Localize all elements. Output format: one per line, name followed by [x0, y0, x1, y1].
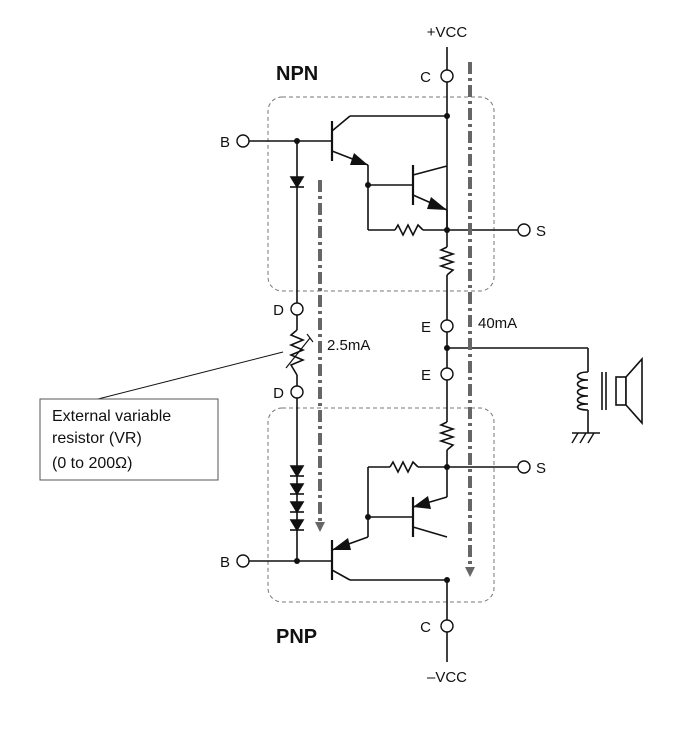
resistors — [285, 223, 456, 474]
transistor-arrows — [332, 153, 447, 550]
npn-label: NPN — [276, 63, 318, 85]
speaker — [576, 356, 643, 426]
diodes — [289, 176, 305, 532]
terminals — [236, 69, 531, 633]
c-top-label: C — [420, 69, 431, 86]
vr-callout-box — [39, 398, 219, 481]
e-bottom-label: E — [421, 367, 431, 384]
d-top-label: D — [273, 302, 284, 319]
junction-dots — [294, 113, 450, 583]
d-bottom-label: D — [273, 385, 284, 402]
vr-note-line2: resistor (VR) — [52, 430, 142, 447]
vcc-bottom-terminal — [440, 619, 454, 633]
ground-icon — [571, 432, 595, 444]
b-bottom-terminal — [236, 554, 250, 568]
e-bottom-terminal — [440, 367, 454, 381]
b-top-label: B — [220, 134, 230, 151]
b-top-terminal — [236, 134, 250, 148]
s-bottom-label: S — [536, 460, 546, 477]
d-bottom-terminal — [290, 385, 304, 399]
s-top-label: S — [536, 223, 546, 240]
b-bottom-label: B — [220, 554, 230, 571]
e-top-terminal — [440, 319, 454, 333]
c-bottom-label: C — [420, 619, 431, 636]
bias-current-label: 2.5mA — [327, 337, 370, 354]
npn-stage-box — [267, 96, 495, 292]
vcc-bottom-label: –VCC — [427, 669, 467, 686]
pnp-stage-box — [267, 407, 495, 603]
vr-note-line1: External variable — [52, 408, 171, 425]
pnp-label: PNP — [276, 626, 317, 648]
vr-note-line3: (0 to 200Ω) — [52, 455, 132, 472]
s-bottom-terminal — [517, 460, 531, 474]
output-current-label: 40mA — [478, 315, 517, 332]
s-top-terminal — [517, 223, 531, 237]
vcc-top-terminal — [440, 69, 454, 83]
wiring — [97, 47, 600, 662]
e-top-label: E — [421, 319, 431, 336]
vcc-top-label: +VCC — [427, 24, 468, 41]
d-top-terminal — [290, 302, 304, 316]
